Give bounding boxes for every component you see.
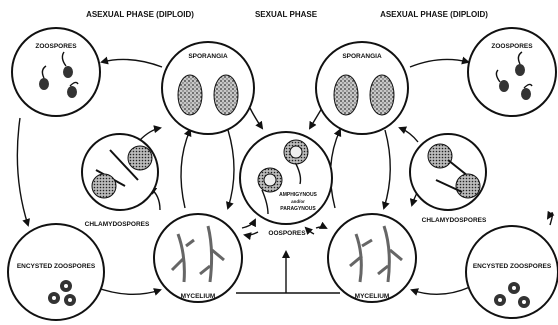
label-and-or: and/or bbox=[291, 199, 305, 204]
mycelium-right: MYCELIUM bbox=[328, 214, 416, 302]
label-oospores: OOSPORES bbox=[268, 230, 306, 237]
sporangia-right: SPORANGIA bbox=[316, 42, 408, 134]
title-asexual-left: ASEXUAL PHASE (DIPLOID) bbox=[86, 10, 194, 19]
label-sporangia-right: SPORANGIA bbox=[342, 53, 382, 60]
label-chlamydospores-right: CHLAMYDOSPORES bbox=[422, 217, 487, 224]
encysted-zoospores-right: ENCYSTED ZOOSPORES bbox=[466, 226, 558, 318]
sporangia-left: SPORANGIA bbox=[162, 42, 254, 134]
zoospores-right: ZOOSPORES bbox=[468, 28, 556, 116]
chlamydospores-left: CHLAMYDOSPORES bbox=[82, 134, 158, 228]
label-sporangia-left: SPORANGIA bbox=[188, 53, 228, 60]
label-amphigynous: AMPHIGYNOUS bbox=[279, 192, 317, 198]
label-encysted-left: ENCYSTED ZOOSPORES bbox=[17, 263, 96, 270]
label-mycelium-left: MYCELIUM bbox=[181, 293, 216, 300]
zoospores-left: ZOOSPORES bbox=[12, 28, 100, 116]
mycelium-left: MYCELIUM bbox=[154, 214, 242, 302]
title-sexual-phase: SEXUAL PHASE bbox=[255, 10, 318, 19]
label-paragynous: PARAGYNOUS bbox=[280, 206, 316, 212]
title-asexual-right: ASEXUAL PHASE (DIPLOID) bbox=[380, 10, 488, 19]
label-zoospores-right: ZOOSPORES bbox=[491, 43, 533, 50]
encysted-zoospores-left: ENCYSTED ZOOSPORES bbox=[8, 224, 104, 320]
chlamydospores-right: CHLAMYDOSPORES bbox=[410, 134, 487, 224]
label-mycelium-right: MYCELIUM bbox=[355, 293, 390, 300]
label-chlamydospores-left: CHLAMYDOSPORES bbox=[85, 221, 150, 228]
label-encysted-right: ENCYSTED ZOOSPORES bbox=[473, 263, 552, 270]
label-zoospores-left: ZOOSPORES bbox=[35, 43, 77, 50]
